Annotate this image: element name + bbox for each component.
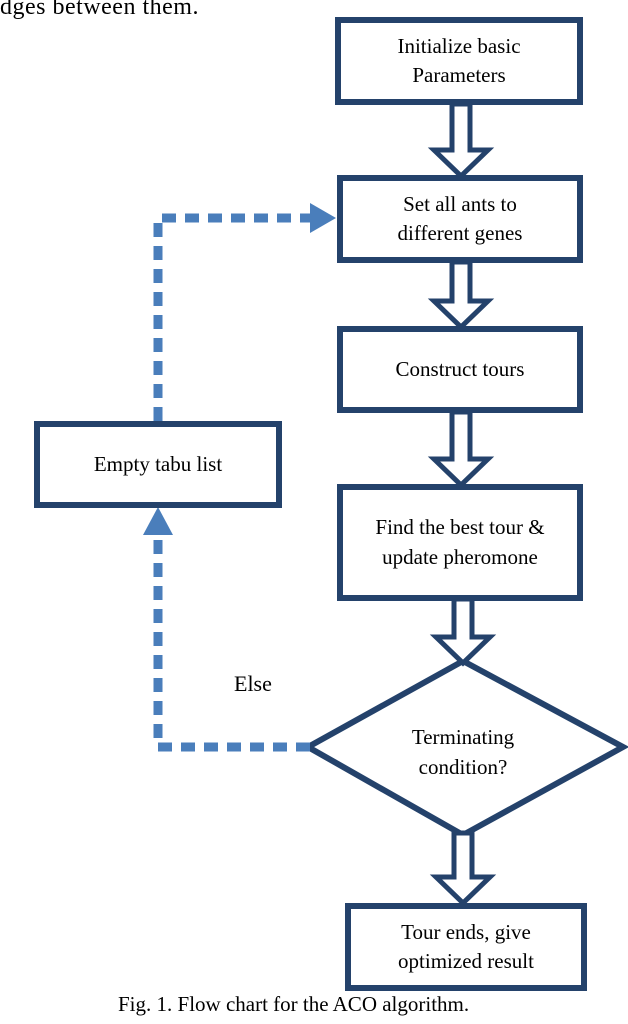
loop-dashed-line-decision-to-tabu — [153, 536, 310, 752]
else-branch-label: Else — [234, 671, 272, 696]
decision-diamond-label: Terminating condition? — [411, 725, 515, 779]
flow-arrow-set-to-construct-icon — [427, 259, 495, 331]
loop-dashed-line-tabu-to-set — [153, 213, 310, 421]
flow-node-construct-tours: Construct tours — [337, 326, 583, 413]
flow-arrow-decision-to-end-icon — [429, 830, 497, 907]
flow-arrow-initialize-to-set-icon — [427, 101, 495, 180]
body-text-fragment: dges between them. — [0, 0, 199, 20]
flow-node-set-ants: Set all ants to different genes — [337, 175, 583, 263]
figure-caption: Fig. 1. Flow chart for the ACO algorithm… — [118, 992, 470, 1016]
flow-node-empty-tabu-list: Empty tabu list — [34, 421, 282, 508]
flow-node-initialize-parameters: Initialize basic Parameters — [335, 17, 583, 105]
flow-node-find-best-tour: Find the best tour & update pheromone — [337, 484, 583, 601]
flow-arrow-construct-to-find-icon — [427, 409, 495, 489]
loop-arrowhead-right-icon — [310, 203, 336, 233]
loop-arrowhead-up-icon — [143, 507, 173, 535]
flow-arrow-find-to-decision-icon — [429, 596, 497, 667]
flow-node-tour-ends: Tour ends, give optimized result — [345, 903, 587, 991]
